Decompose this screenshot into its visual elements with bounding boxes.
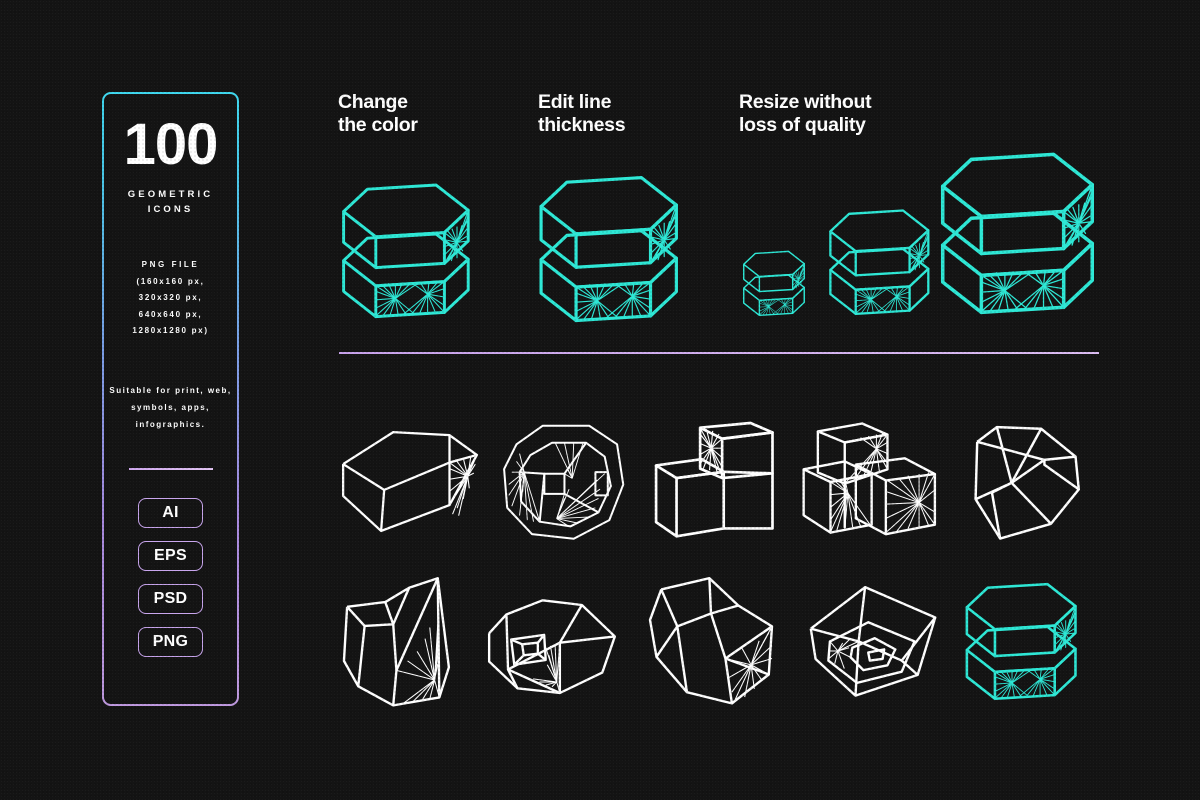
demo-icon-resize-large bbox=[936, 146, 1104, 315]
section-divider bbox=[339, 352, 1099, 354]
feature-title-edit-thickness: Edit line thickness bbox=[538, 91, 626, 136]
icon-count: 100 bbox=[123, 112, 219, 177]
format-badge-list: AI EPS PSD PNG bbox=[138, 497, 203, 657]
format-badge-eps[interactable]: EPS bbox=[138, 540, 203, 571]
file-info: PNG FILE (160x160 px, 320x320 px, 640x64… bbox=[132, 257, 208, 339]
file-info-line: 1280x1280 px) bbox=[132, 326, 209, 335]
gallery-icon-angular-block-gem bbox=[334, 415, 486, 545]
demo-icon-resize-small bbox=[741, 248, 809, 317]
feature-title-change-color: Change the color bbox=[338, 91, 418, 136]
gallery-icon-stacked-hexagonal-prism-gem bbox=[962, 578, 1084, 701]
suitable-for-text: Suitable for print, web, symbols, apps, … bbox=[109, 386, 232, 429]
gallery-icon-faceted-rock-gem bbox=[642, 570, 780, 710]
gallery-icon-crystal-shard-gem bbox=[336, 575, 460, 707]
demo-icon-edit-thickness bbox=[535, 170, 687, 322]
gallery-icon-multi-block-cluster-gem bbox=[800, 414, 948, 550]
demo-icon-change-color bbox=[338, 178, 478, 319]
file-info-line: 640x640 px, bbox=[138, 309, 203, 319]
gallery-icon-wireframe-polyhedron bbox=[962, 414, 1094, 550]
format-badge-png[interactable]: PNG bbox=[138, 626, 203, 657]
info-panel: 100 GEOMETRIC ICONS PNG FILE (160x160 px… bbox=[102, 92, 239, 706]
demo-icon-resize-medium bbox=[826, 205, 936, 316]
gallery-icon-pentagon-bowl-gem bbox=[806, 582, 948, 704]
panel-subtitle: GEOMETRIC ICONS bbox=[127, 189, 214, 215]
file-info-line: (160x160 px, bbox=[136, 276, 205, 286]
panel-divider bbox=[128, 467, 213, 470]
file-info-header: PNG FILE bbox=[141, 260, 200, 270]
file-info-line: 320x320 px, bbox=[138, 293, 203, 303]
format-badge-ai[interactable]: AI bbox=[138, 497, 203, 528]
format-badge-psd[interactable]: PSD bbox=[138, 583, 203, 614]
gallery-icon-octagonal-faceted-gem bbox=[496, 418, 636, 548]
gallery-icon-stacked-cubes-gem bbox=[648, 412, 790, 552]
feature-title-resize: Resize without loss of quality bbox=[739, 91, 872, 136]
gallery-icon-tunnel-box-gem bbox=[484, 594, 620, 704]
